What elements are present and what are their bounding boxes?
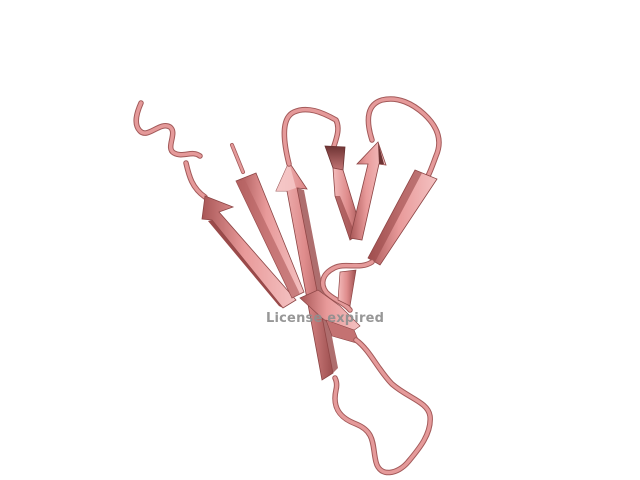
central-crossover-loop: [299, 259, 375, 345]
beta-strand-3: [275, 161, 338, 381]
top-hairpin-loop: [281, 106, 341, 167]
c-terminal-coil: [332, 337, 433, 476]
upper-right-loop: [365, 96, 442, 179]
beta-strand-6: [367, 169, 438, 266]
beta-strand-5: [349, 141, 387, 241]
license-expired-watermark: License expired: [266, 311, 385, 326]
n-terminal-coil: [133, 100, 208, 200]
beta-strand-2: [230, 143, 305, 299]
beta-strand-1: [201, 195, 297, 309]
